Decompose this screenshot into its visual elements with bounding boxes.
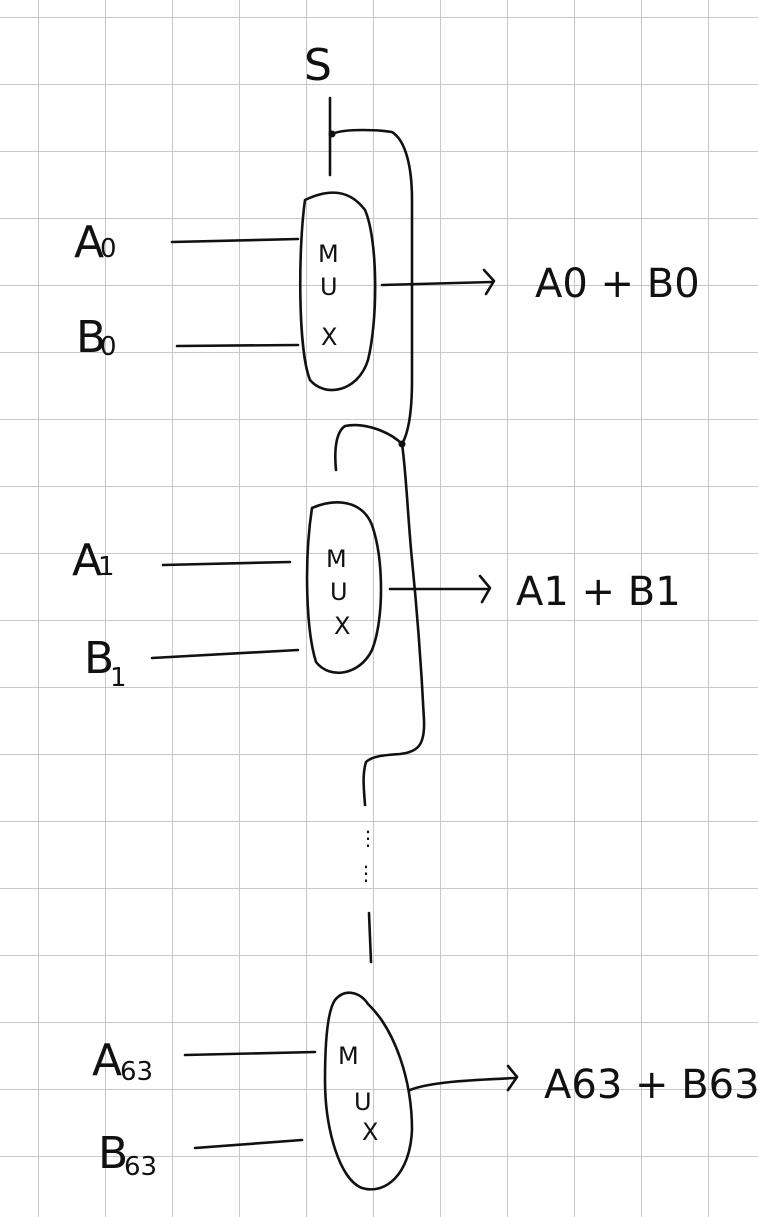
mux-0-output-label: A0 + B0 bbox=[535, 261, 700, 307]
mux-1-input-a-sub: 1 bbox=[98, 552, 115, 582]
mux-1-letter-u: U bbox=[330, 578, 348, 606]
mux-0-input-b-letter: B bbox=[76, 312, 106, 363]
mux-63-input-a-sub: 63 bbox=[120, 1057, 153, 1087]
mux-1-input-b-letter: B bbox=[84, 633, 114, 684]
mux-0-output-wire bbox=[380, 280, 494, 287]
mux-63-letter-x: X bbox=[362, 1118, 378, 1146]
mux-0-letter-x: X bbox=[321, 323, 337, 351]
mux-1-input-b-sub: 1 bbox=[110, 663, 127, 693]
mux-0-input-a-sub: 0 bbox=[100, 234, 117, 264]
mux-1-body bbox=[305, 501, 383, 674]
ellipsis-dots-2: ⋮ bbox=[356, 861, 376, 885]
mux-63-output-label: A63 + B63 bbox=[544, 1062, 758, 1108]
mux-63-letter-u: U bbox=[354, 1088, 372, 1116]
mux-1-output-arrow bbox=[478, 574, 492, 604]
select-label: S bbox=[304, 40, 332, 91]
mux-1-letter-x: X bbox=[334, 612, 350, 640]
select-wire-bus-upper bbox=[330, 128, 414, 446]
mux-1-letter-m: M bbox=[326, 545, 347, 573]
mux-63-output-wire bbox=[408, 1076, 517, 1092]
mux-63-input-a-wire bbox=[183, 1050, 317, 1057]
mux-0-body bbox=[298, 191, 377, 392]
mux-1-input-b-wire bbox=[150, 648, 300, 660]
mux-0-output-arrow bbox=[482, 268, 496, 296]
mux-63-input-b-sub: 63 bbox=[124, 1152, 157, 1182]
mux-63-output-arrow bbox=[506, 1064, 519, 1092]
mux-63-input-b-wire bbox=[193, 1138, 304, 1150]
select-branch-mux1 bbox=[333, 423, 404, 472]
ellipsis-dots: ⋮ bbox=[358, 826, 378, 850]
select-wire-bus-lower bbox=[362, 442, 426, 807]
mux-1-input-a-wire bbox=[161, 560, 292, 567]
mux-63-input-a-letter: A bbox=[92, 1035, 122, 1086]
select-wire-to-mux63 bbox=[367, 911, 373, 964]
mux-1-output-label: A1 + B1 bbox=[516, 569, 681, 615]
mux-63-body bbox=[323, 991, 414, 1191]
mux-0-letter-u: U bbox=[320, 273, 338, 301]
mux-0-input-b-wire bbox=[175, 343, 300, 348]
mux-0-input-a-wire bbox=[170, 237, 300, 244]
mux-0-letter-m: M bbox=[318, 240, 339, 268]
mux-63-letter-m: M bbox=[338, 1042, 359, 1070]
mux-0-input-a-letter: A bbox=[74, 217, 104, 268]
mux-1-input-a-letter: A bbox=[72, 535, 102, 586]
mux-63-input-b-letter: B bbox=[98, 1128, 128, 1179]
mux-0-input-b-sub: 0 bbox=[100, 332, 117, 362]
